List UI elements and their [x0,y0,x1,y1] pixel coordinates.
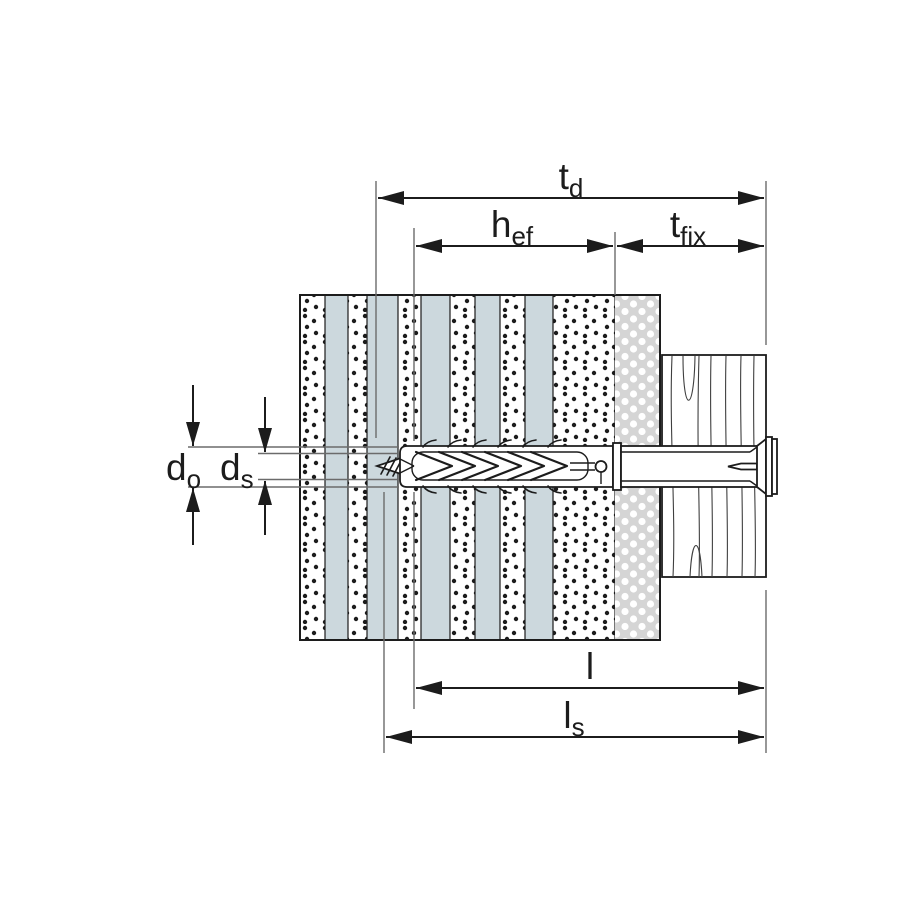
dimension-hef: hef [413,204,616,441]
tfix-arrow-left [617,239,643,253]
do-arrow-up [186,488,200,512]
dimension-ls: ls [383,492,764,753]
sleeve-fins [422,439,562,494]
hef-arrow-left [416,239,442,253]
l-arrow-right [738,681,764,695]
td-arrow-left [378,191,404,205]
ls-arrow-left [386,730,412,744]
anchor-shank [620,445,759,488]
dimension-ds: ds [220,397,397,535]
do-label: do [166,447,201,494]
do-arrow-down [186,422,200,446]
dimension-tfix: tfix [617,204,764,253]
frame-anchor [374,436,778,497]
hef-label: hef [491,204,534,251]
expansion-sleeve [399,439,614,494]
dimension-do: do [166,385,399,545]
tfix-arrow-right [738,239,764,253]
l-arrow-left [416,681,442,695]
ls-arrow-right [738,730,764,744]
ds-arrow-up [258,480,272,505]
anti-rotation-bar [570,460,608,484]
ls-label: ls [563,695,584,742]
td-label: td [559,156,584,203]
sleeve-cavity [411,451,589,481]
ds-arrow-down [258,428,272,453]
l-label: l [586,646,594,687]
tfix-label: tfix [670,204,706,251]
expansion-chevrons [414,450,569,482]
dimension-td: td [375,156,767,438]
sleeve-collar [612,442,622,491]
td-arrow-right [738,191,764,205]
ds-label: ds [220,447,254,494]
hef-arrow-right [587,239,613,253]
dimension-l: l [413,492,767,753]
anchor-head [756,436,778,497]
